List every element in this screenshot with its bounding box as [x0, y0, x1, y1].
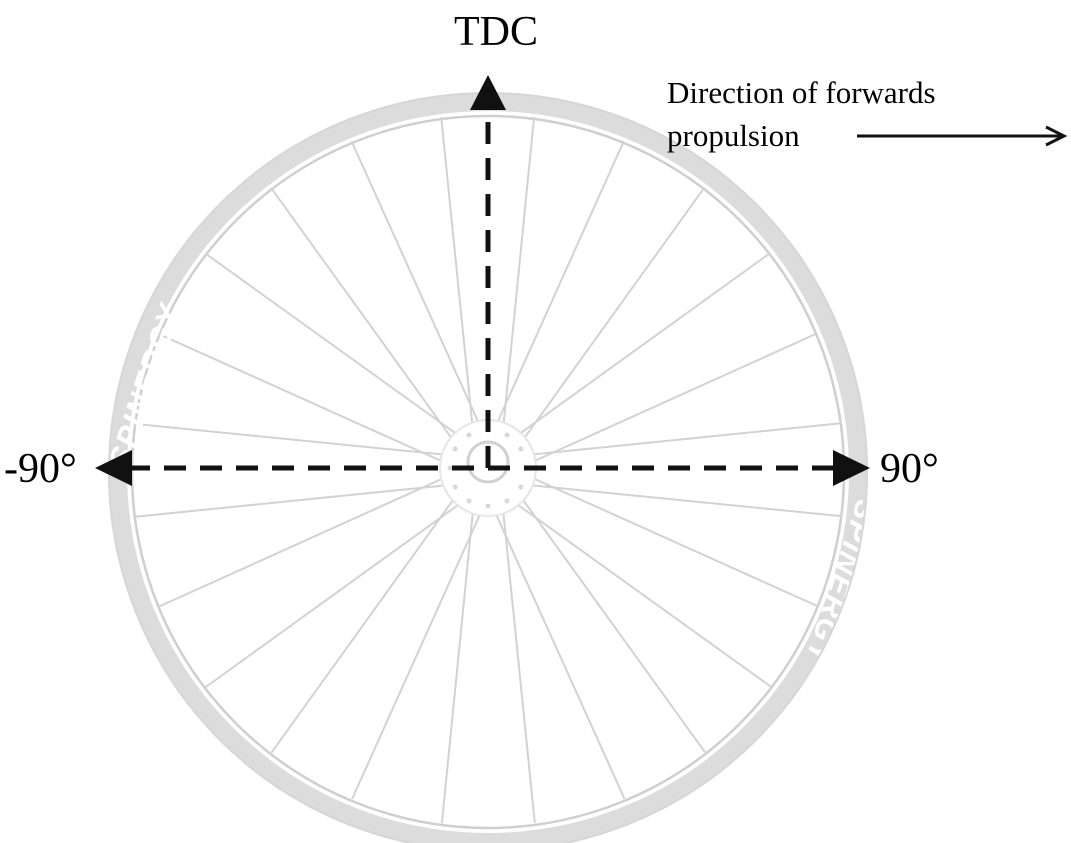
- wheel-spoke: [351, 512, 482, 800]
- label-direction-line1: Direction of forwards: [667, 75, 936, 110]
- wheel-spoke: [494, 140, 625, 428]
- wheel-hub-hole: [452, 484, 458, 490]
- wheel-hub-hole: [518, 446, 524, 452]
- wheel-spoke: [529, 484, 842, 518]
- wheel-spoke: [502, 511, 536, 824]
- arrowhead-left: [95, 450, 132, 486]
- wheel-spoke: [515, 502, 772, 688]
- wheel-spoke: [134, 484, 447, 518]
- label-tdc: TDC: [454, 9, 538, 55]
- label-plus-90: 90°: [880, 446, 939, 492]
- wheel-spoke: [350, 140, 482, 428]
- wheel-spoke: [204, 252, 461, 438]
- wheel-spoke: [515, 252, 771, 438]
- wheel-spoke: [530, 332, 818, 464]
- wheel-hub-hole: [485, 503, 491, 509]
- wheel-spoke: [440, 116, 474, 429]
- wheel-spoke: [502, 116, 536, 429]
- direction-arrow: [857, 125, 1068, 147]
- wheel-spoke: [158, 476, 446, 608]
- wheel-hub-hole: [466, 432, 472, 438]
- wheel-hub-hole: [504, 432, 510, 438]
- arrowhead-up: [470, 75, 506, 110]
- wheel-hub-hole: [504, 498, 510, 504]
- wheel-spoke: [494, 512, 626, 800]
- wheel-spoke: [520, 186, 706, 443]
- wheel-hub-hole: [466, 498, 472, 504]
- wheel-hub-hole: [518, 484, 524, 490]
- wheel-spoke: [530, 476, 818, 607]
- label-minus-90: -90°: [4, 446, 77, 492]
- wheel-spoke: [520, 497, 706, 753]
- wheel-spoke: [134, 422, 447, 456]
- wheel-spoke: [158, 333, 446, 464]
- wheel-hub-hole: [447, 465, 453, 471]
- label-direction-line2: propulsion: [667, 118, 800, 153]
- wheel-spoke: [270, 497, 456, 754]
- wheel-spoke: [529, 422, 842, 456]
- wheel-spokes: [134, 116, 842, 824]
- wheel-spoke: [205, 502, 461, 688]
- arrowhead-right: [833, 450, 870, 486]
- axes: [95, 75, 870, 486]
- wheel-spoke: [270, 187, 456, 443]
- wheel-spoke: [440, 511, 474, 824]
- wheel-hub-hole: [452, 446, 458, 452]
- direction-arrow-head: [1045, 125, 1068, 147]
